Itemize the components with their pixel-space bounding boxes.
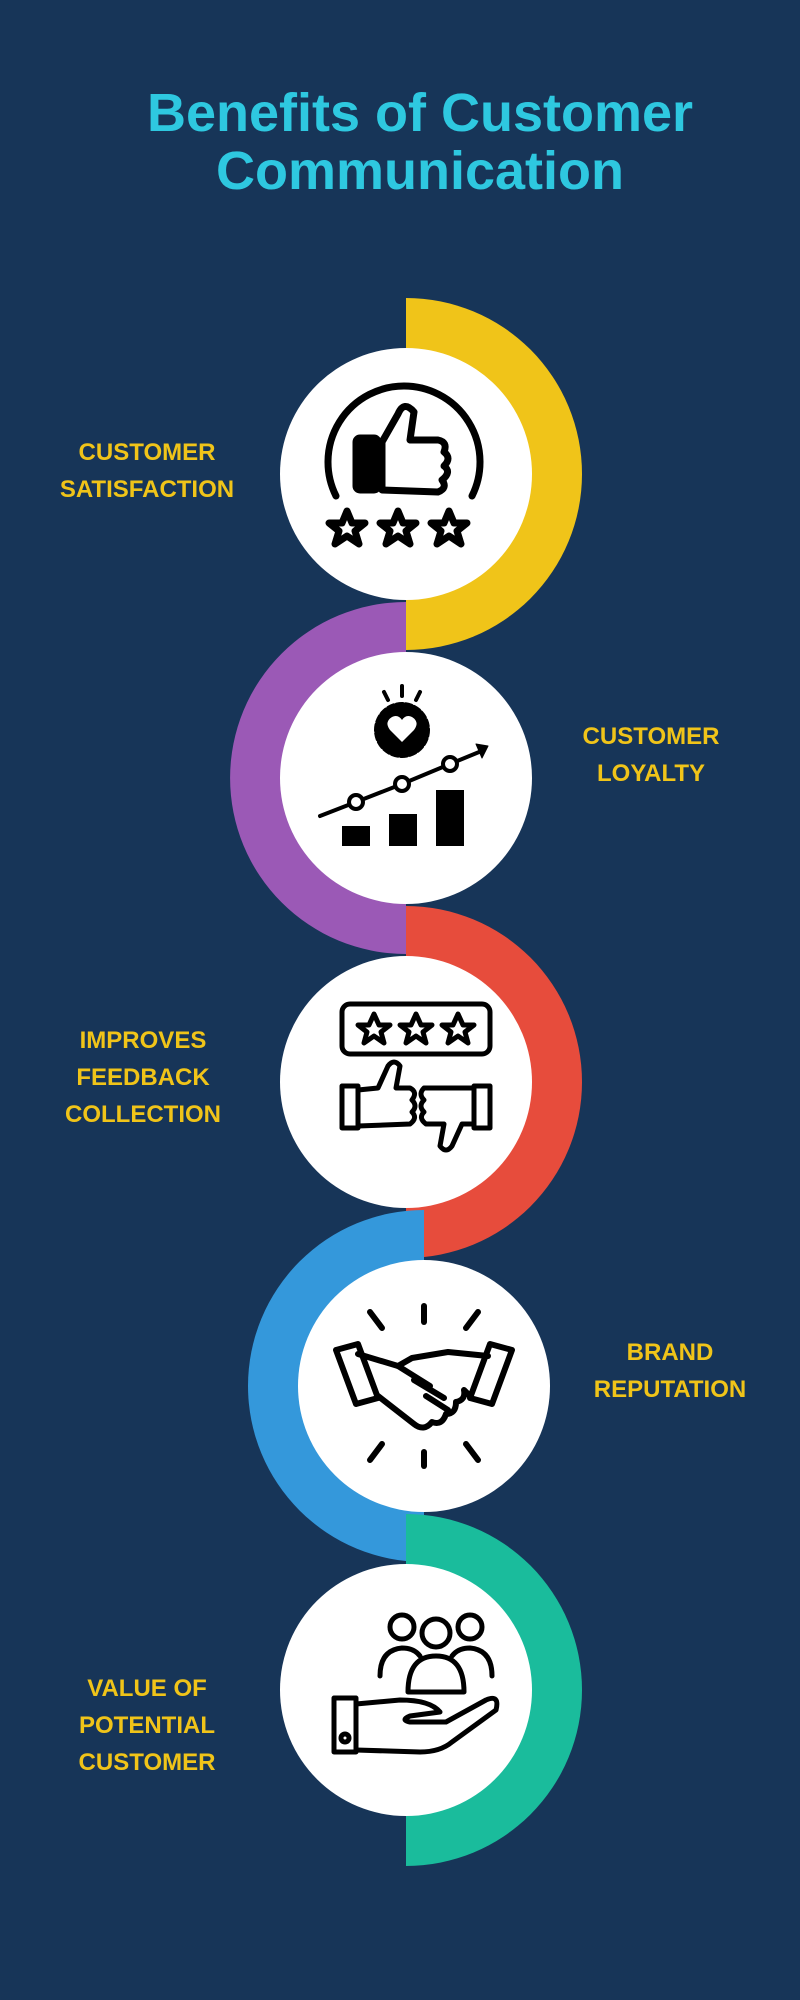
rating-thumbs-feedback-icon bbox=[339, 1001, 493, 1153]
thumbs-up-stars-icon bbox=[324, 382, 484, 548]
step-label-customer-satisfaction: CUSTOMER SATISFACTION bbox=[59, 439, 235, 503]
step-label-value-of-potential-customer: VALUE OF POTENTIAL CUSTOMER bbox=[78, 1675, 216, 1776]
hand-holding-people-icon bbox=[331, 1612, 500, 1755]
step-label-customer-loyalty: CUSTOMER LOYALTY bbox=[582, 723, 720, 787]
page-title: Benefits of Customer Communication bbox=[0, 84, 800, 200]
handshake-icon bbox=[333, 1303, 515, 1469]
page-title-line-1: Benefits of Customer bbox=[146, 83, 694, 143]
page-title-line-2: Communication bbox=[215, 141, 624, 201]
circle-improves-feedback-collection bbox=[280, 956, 532, 1208]
step-label-brand-reputation: BRAND REPUTATION bbox=[593, 1339, 747, 1403]
step-label-improves-feedback-collection: IMPROVES FEEDBACK COLLECTION bbox=[65, 1027, 221, 1128]
heart-badge-growth-chart-icon bbox=[318, 684, 489, 846]
